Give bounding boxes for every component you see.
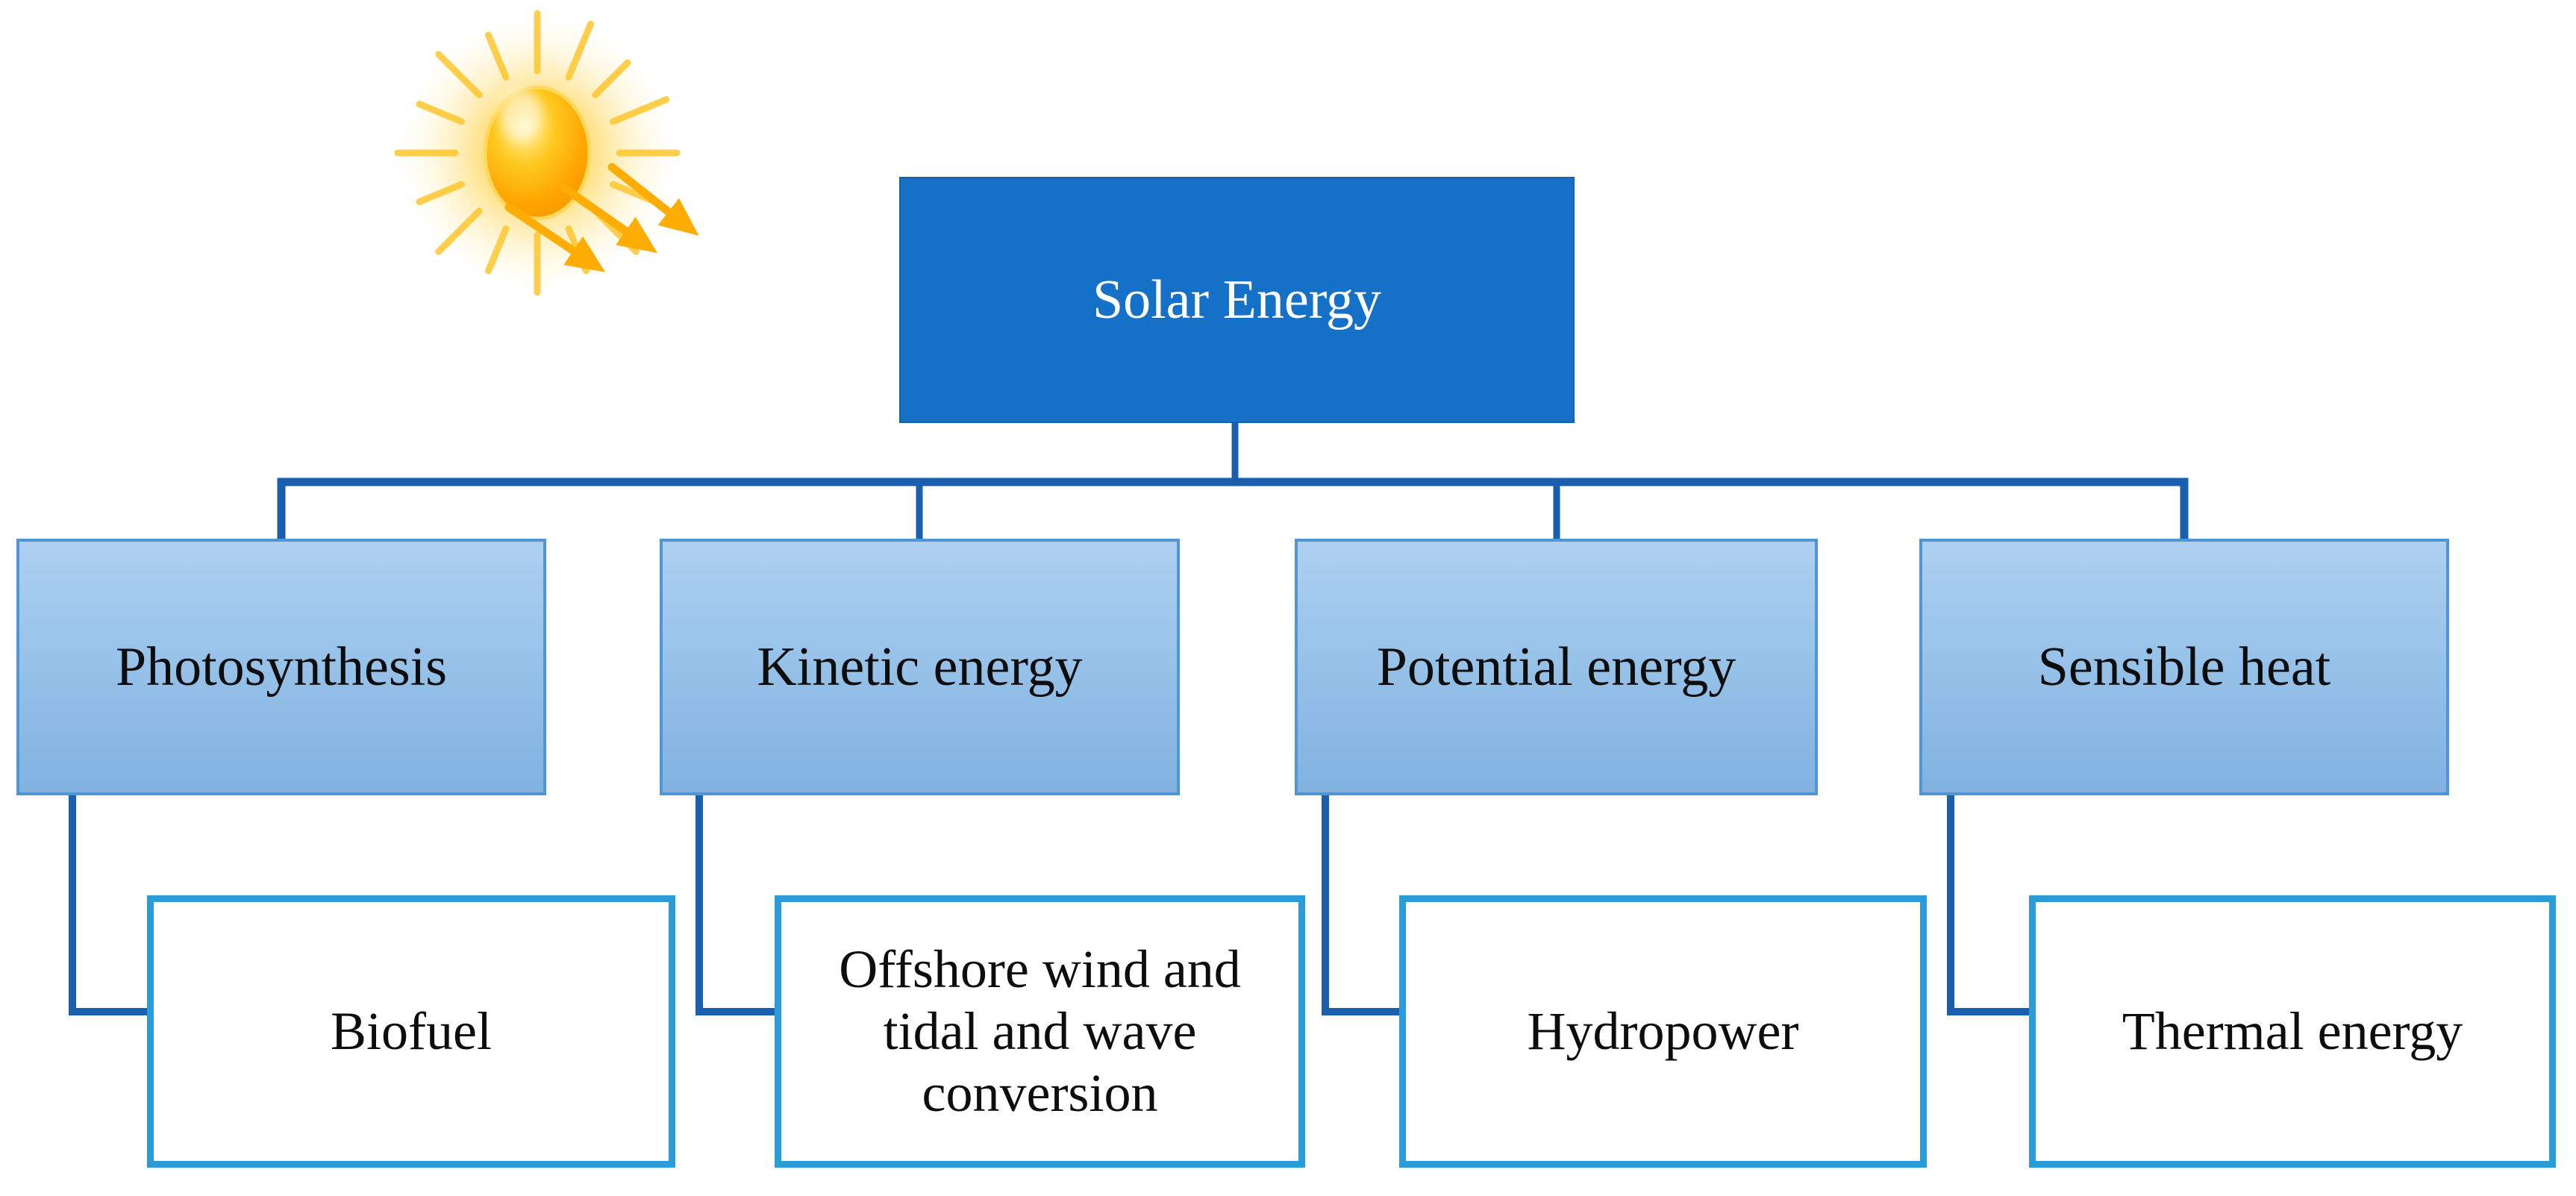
- sun-highlight: [500, 89, 542, 143]
- connector-bus: [277, 478, 2189, 542]
- node-offshore-wind-tidal-wave: Offshore wind and tidal and wave convers…: [775, 895, 1305, 1168]
- node-photosynthesis: Photosynthesis: [16, 539, 546, 795]
- node-sensible-heat: Sensible heat: [1919, 539, 2449, 795]
- connector-elbow-hydropower: [1322, 794, 1407, 1015]
- node-label: Offshore wind and tidal and wave convers…: [839, 939, 1241, 1123]
- node-label: Sensible heat: [2037, 636, 2331, 698]
- connector-elbow-biofuel: [69, 794, 154, 1015]
- sun-icon: [394, 10, 699, 296]
- sun-radiation-arrows: [504, 163, 699, 272]
- node-label: Thermal energy: [2122, 1001, 2463, 1062]
- node-label: Solar Energy: [1092, 269, 1382, 331]
- node-label: Kinetic energy: [757, 636, 1083, 698]
- node-label: Potential energy: [1376, 636, 1736, 698]
- node-kinetic-energy: Kinetic energy: [660, 539, 1180, 795]
- node-label: Hydropower: [1527, 1001, 1799, 1062]
- node-solar-energy: Solar Energy: [899, 177, 1575, 423]
- connector-elbow-thermal: [1947, 794, 2037, 1015]
- node-potential-energy: Potential energy: [1295, 539, 1818, 795]
- node-biofuel: Biofuel: [147, 895, 675, 1168]
- node-label: Biofuel: [331, 1001, 492, 1062]
- sun-rays: [394, 10, 681, 296]
- node-hydropower: Hydropower: [1399, 895, 1927, 1168]
- node-label: Photosynthesis: [115, 636, 448, 698]
- node-thermal-energy: Thermal energy: [2029, 895, 2556, 1168]
- connector-elbow-offshore: [695, 794, 782, 1015]
